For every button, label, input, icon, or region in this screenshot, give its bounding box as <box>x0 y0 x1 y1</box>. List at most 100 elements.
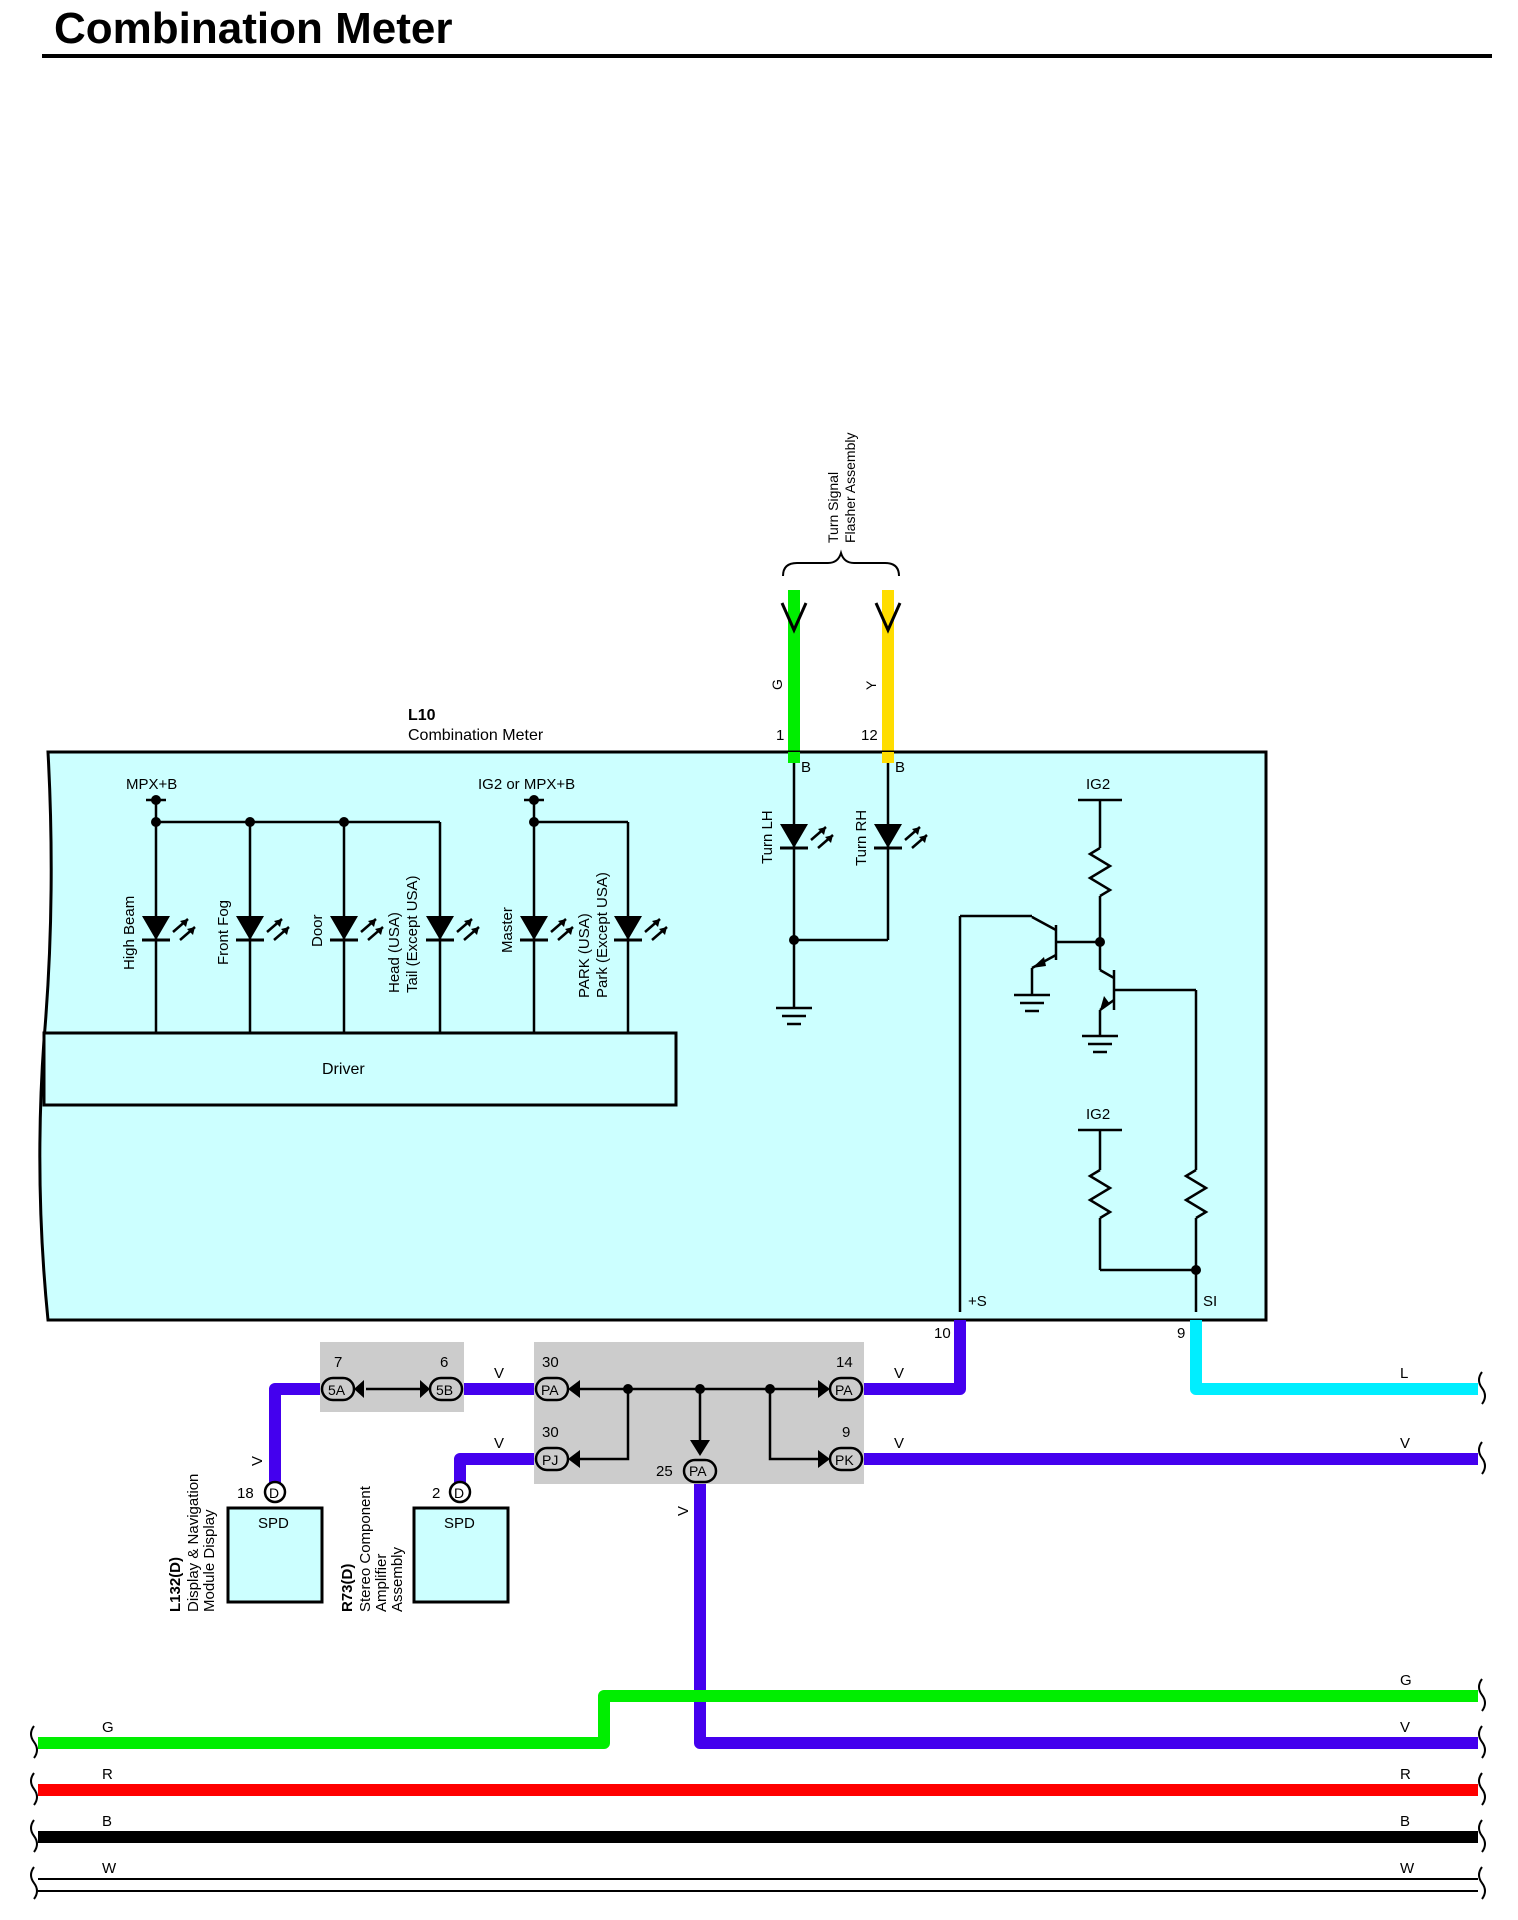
title-rule <box>42 54 1492 58</box>
connector-pk: PK 9 <box>818 1424 864 1472</box>
connector-pa-in-label: PA <box>541 1382 559 1398</box>
r73-line1: Stereo Component <box>357 1485 374 1612</box>
wire-color-g-top: G <box>769 679 785 690</box>
connector-chevron-yellow <box>874 602 902 634</box>
bus-label-w-right: W <box>1400 1860 1415 1877</box>
flasher-label: Turn Signal Flasher Assembly <box>782 433 900 577</box>
connector-pa-out-pin: 14 <box>836 1354 853 1371</box>
power-mpx-b: MPX+B <box>126 776 177 793</box>
connector-5b-label: 5B <box>436 1382 453 1398</box>
transistor-arrow-1 <box>1032 957 1046 968</box>
wire-color-y-top: Y <box>863 680 879 690</box>
connector-junction-dots <box>623 1384 775 1394</box>
wire-green-bus <box>38 1690 1478 1749</box>
wire-label-l: L <box>1400 1365 1408 1382</box>
junction-dot-si <box>1191 1265 1201 1275</box>
power-ig2-or-mpx-b: IG2 or MPX+B <box>478 776 575 793</box>
label-head-usa: Head (USA) <box>386 912 403 993</box>
r73-code: R73(D) <box>339 1564 356 1612</box>
label-tail-except-usa: Tail (Except USA) <box>404 875 421 993</box>
wire-si-lightblue <box>1190 1320 1478 1395</box>
terminal-plus-s: +S <box>968 1293 987 1310</box>
label-turn-lh: Turn LH <box>759 810 776 864</box>
connector-pa-in-pin: 30 <box>542 1354 559 1371</box>
connector-5a-pin: 7 <box>334 1354 342 1371</box>
bus-label-v-right: V <box>1400 1719 1410 1736</box>
connector-pa-down: PA 25 <box>656 1440 718 1484</box>
connector-pk-pin: 9 <box>842 1424 850 1441</box>
r73-line3: Assembly <box>389 1546 406 1612</box>
l132-box: SPD <box>258 1515 289 1532</box>
connector-pa-out-label: PA <box>835 1382 853 1398</box>
wire-label-v-2: V <box>894 1365 904 1382</box>
l132-code: L132(D) <box>167 1557 184 1612</box>
flasher-brace <box>782 549 900 577</box>
connector-pa-in: PA 30 <box>534 1354 580 1402</box>
connector-chevron-green <box>780 602 808 634</box>
driver-label: Driver <box>322 1061 365 1078</box>
bus-label-r-right: R <box>1400 1766 1411 1783</box>
pin-1-label: 1 <box>776 727 784 744</box>
power-ig2-lower: IG2 <box>1086 1106 1110 1123</box>
turn-circuit <box>792 763 890 1008</box>
connector-pa-out: PA 14 <box>818 1354 864 1402</box>
wire-label-v-5: V <box>1400 1435 1410 1452</box>
wire-label-v-1: V <box>494 1365 504 1382</box>
power-ig2-upper: IG2 <box>1086 776 1110 793</box>
connector-pa-down-pin: 25 <box>656 1463 673 1480</box>
wire-label-v-7: V <box>675 1506 692 1516</box>
transistor-arrow-2 <box>1100 996 1110 1010</box>
connector-pj-label: PJ <box>542 1452 558 1468</box>
pin-10-label: 10 <box>934 1325 951 1342</box>
bus-label-w-left: W <box>102 1860 117 1877</box>
driver-block <box>42 1031 678 1107</box>
label-park-usa: PARK (USA) <box>576 913 593 998</box>
connector-pj-pin: 30 <box>542 1424 559 1441</box>
bus-label-g-left: G <box>102 1719 114 1736</box>
junction-dots-left <box>151 795 539 827</box>
connector-5a: 5A 7 <box>320 1354 364 1402</box>
flasher-label-line2: Flasher Assembly <box>842 433 858 543</box>
connector-pj: PJ 30 <box>534 1424 580 1472</box>
l132-line2: Module Display <box>201 1509 218 1612</box>
component-l132: D 18 SPD L132(D) Display & Navigation Mo… <box>167 1474 324 1612</box>
terminal-b-rh: B <box>895 759 905 776</box>
l132-conn: D <box>269 1485 279 1501</box>
label-high-beam: High Beam <box>121 896 138 970</box>
connector-5a-label: 5A <box>328 1382 346 1398</box>
pin-9-label: 9 <box>1177 1325 1185 1342</box>
break-symbols <box>30 1371 1486 1900</box>
pin-12-label: 12 <box>861 727 878 744</box>
l132-line1: Display & Navigation <box>185 1474 202 1612</box>
terminal-si: SI <box>1203 1293 1217 1310</box>
wire-label-v-6: V <box>249 1456 266 1466</box>
bus-label-r-left: R <box>102 1766 113 1783</box>
connector-pk-label: PK <box>835 1452 854 1468</box>
label-door: Door <box>309 914 326 947</box>
meter-code: L10 <box>408 707 436 724</box>
bus-label-g-right: G <box>1400 1672 1412 1689</box>
label-park-except-usa: Park (Except USA) <box>594 872 611 998</box>
wire-label-v-3: V <box>494 1435 504 1452</box>
connector-pa-down-label: PA <box>689 1463 707 1479</box>
label-front-fog: Front Fog <box>215 900 232 965</box>
connector-5b: 5B 6 <box>420 1354 464 1402</box>
connector-5b-pin: 6 <box>440 1354 448 1371</box>
transistor-circuit <box>958 798 1209 1312</box>
bus-label-b-right: B <box>1400 1813 1410 1830</box>
component-r73: D 2 SPD R73(D) Stereo Component Amplifie… <box>339 1480 510 1612</box>
label-master: Master <box>499 907 516 953</box>
r73-conn: D <box>454 1485 464 1501</box>
r73-pin: 2 <box>432 1485 440 1502</box>
flasher-label-line1: Turn Signal <box>825 472 841 543</box>
l132-pin: 18 <box>237 1485 254 1502</box>
junction-dot-transistor <box>1095 937 1105 947</box>
turn-junction-dot <box>789 935 799 945</box>
bus-label-b-left: B <box>102 1813 112 1830</box>
r73-line2: Amplifier <box>373 1554 390 1612</box>
wire-label-v-4: V <box>894 1435 904 1452</box>
meter-name: Combination Meter <box>408 727 544 744</box>
r73-box: SPD <box>444 1515 475 1532</box>
terminal-b-lh: B <box>801 759 811 776</box>
